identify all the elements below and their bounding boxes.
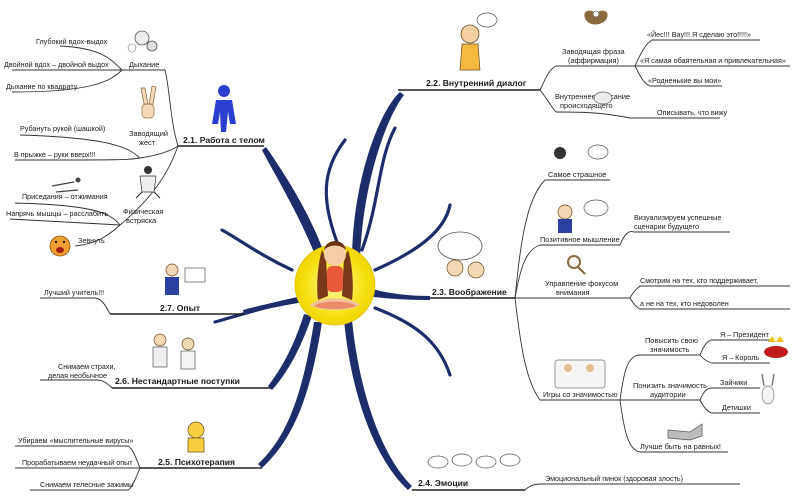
bunny-icon <box>761 373 775 405</box>
branch-unusual <box>268 314 312 390</box>
yawn-face-icon <box>49 235 71 257</box>
raise-label-1: Повысить свою <box>645 336 698 345</box>
title-2-4: 2.4. Эмоции <box>418 478 468 488</box>
shake-leaf-1: Приседания – отжимания <box>22 192 108 201</box>
imagination-cloud-icon <box>437 231 485 279</box>
branch-2-6: 2.6. Нестандартные поступки Снимаем стра… <box>40 333 272 389</box>
therapy-leaf-3: Снимаем телесные зажимы <box>40 480 133 489</box>
unusual-leaf-1: Снимаем страхи, <box>58 362 116 371</box>
unusual-leaf-2: делая необычное <box>48 371 107 380</box>
thinking-man-icon <box>459 12 498 71</box>
positive-leaf-1: Визуализируем успешные <box>634 213 721 222</box>
king-icon <box>764 336 788 358</box>
teacher-thinking-icon <box>557 199 609 233</box>
focus-leaf-2: а не на тех, кто недоволен <box>640 299 729 308</box>
breathing-label: Дыхание <box>129 60 159 69</box>
branch-2-5: 2.5. Психотерапия Убираем «мыслительные … <box>15 421 262 491</box>
raise-label-2: значимость <box>650 345 690 354</box>
lower-leaf-1: Зайчики <box>720 378 747 387</box>
shake-label-1: Физическая <box>123 207 163 216</box>
scary-icon <box>554 144 609 160</box>
therapy-leaf-1: Убираем «мыслительные вирусы» <box>18 436 133 445</box>
describe-leaf-1: Описывать, что вижу <box>657 108 728 117</box>
dentist-icon <box>152 333 196 370</box>
title-2-1: 2.1. Работа с телом <box>183 135 265 145</box>
describe-label-1: Внутреннее описание <box>555 92 630 101</box>
lower-leaf-2: Детишки <box>722 403 751 412</box>
handshake-icon <box>667 423 703 441</box>
breathing-icon <box>127 30 158 53</box>
branch-2-7: 2.7. Опыт Лучший учитель!!! <box>40 263 244 315</box>
shake-label-2: встряска <box>126 216 157 225</box>
breathing-leaf-1: Глубокий вдох-выдох <box>36 37 108 46</box>
branch-therapy <box>258 322 322 468</box>
title-2-5: 2.5. Психотерапия <box>158 457 235 467</box>
shake-leaf-2: Напрячь мышцы – расслабить <box>6 209 108 218</box>
decor-swirls <box>213 126 452 377</box>
describe-label-2: происходящего <box>560 101 613 110</box>
title-2-3: 2.3. Воображение <box>432 287 507 297</box>
branch-2-3: 2.3. Воображение Самое страшное Позитивн… <box>430 144 790 453</box>
equal-label: Лучше быть на равных! <box>640 442 721 451</box>
students-icon <box>554 359 606 389</box>
gesture-label-2: жест <box>139 138 156 147</box>
peace-hand-icon <box>140 85 157 119</box>
branch-dialog <box>352 92 404 262</box>
exercise-icon <box>135 166 161 199</box>
breathing-leaf-2: Двойной вдох – двойной выдох <box>4 60 109 69</box>
pills-icon <box>187 421 205 453</box>
branch-2-1: 2.1. Работа с телом Дыхание Глубокий вдо… <box>4 30 265 257</box>
brain-icon <box>593 91 613 105</box>
phrase-leaf-1: «Йес!!! Вау!!! Я сделаю это!!!!!» <box>647 30 751 39</box>
therapy-leaf-2: Прорабатываем неудачный опыт <box>22 458 133 467</box>
shake-leaf-3: Зевнуть <box>78 236 105 245</box>
title-2-7: 2.7. Опыт <box>160 303 200 313</box>
raise-leaf-2: Я – Король <box>722 353 759 362</box>
magnifier-icon <box>567 255 586 275</box>
experience-leaf-1: Лучший учитель!!! <box>44 288 104 297</box>
focus-leaf-1: Смотрим на тех, кто поддерживает, <box>640 276 758 285</box>
raise-leaf-1: Я – Президент <box>720 330 770 339</box>
positive-leaf-2: сценарии будущего <box>634 222 699 231</box>
person-icon <box>212 85 236 132</box>
eagle-icon <box>584 10 608 25</box>
meditating-girl-icon <box>310 241 360 311</box>
scary-label: Самое страшное <box>548 170 606 179</box>
sheep-icon <box>427 453 521 469</box>
phrase-leaf-2: «Я самая обаятельная и привлекательная» <box>640 56 786 65</box>
gesture-label-1: Заводящий <box>129 129 168 138</box>
lower-label-2: аудитории <box>650 390 686 399</box>
lower-label-1: Понизить значимость <box>633 381 707 390</box>
push-up-icon <box>51 177 81 193</box>
branch-2-4: 2.4. Эмоции Эмоциональный пинок (здорова… <box>412 453 740 491</box>
phrase-label-2: (аффирмация) <box>568 56 619 65</box>
branch-body <box>262 147 326 262</box>
focus-label-1: Управление фокусом <box>545 279 618 288</box>
gesture-leaf-1: Рубануть рукой (шашкой) <box>20 124 105 133</box>
branch-2-2: 2.2. Внутренний диалог Заводящая фраза (… <box>398 10 790 119</box>
branch-imagination <box>366 288 430 300</box>
phrase-label-1: Заводящая фраза <box>562 47 626 56</box>
positive-label: Позитивное мышление <box>540 235 620 244</box>
breathing-leaf-3: Дыхание по квадрату <box>6 82 78 91</box>
emotions-leaf-1: Эмоциональный пинок (здоровая злость) <box>545 474 683 483</box>
games-label: Игры со значимостью <box>543 390 618 399</box>
title-2-6: 2.6. Нестандартные поступки <box>115 376 240 386</box>
teacher-icon <box>165 263 206 295</box>
branch-emotions <box>344 320 412 490</box>
central-topic <box>294 241 376 326</box>
title-2-2: 2.2. Внутренний диалог <box>426 78 527 88</box>
gesture-leaf-2: В прыжке – руки вверх!!! <box>14 150 96 159</box>
phrase-leaf-3: «Родненькие вы мои» <box>648 76 721 85</box>
focus-label-2: внимания <box>556 288 590 297</box>
